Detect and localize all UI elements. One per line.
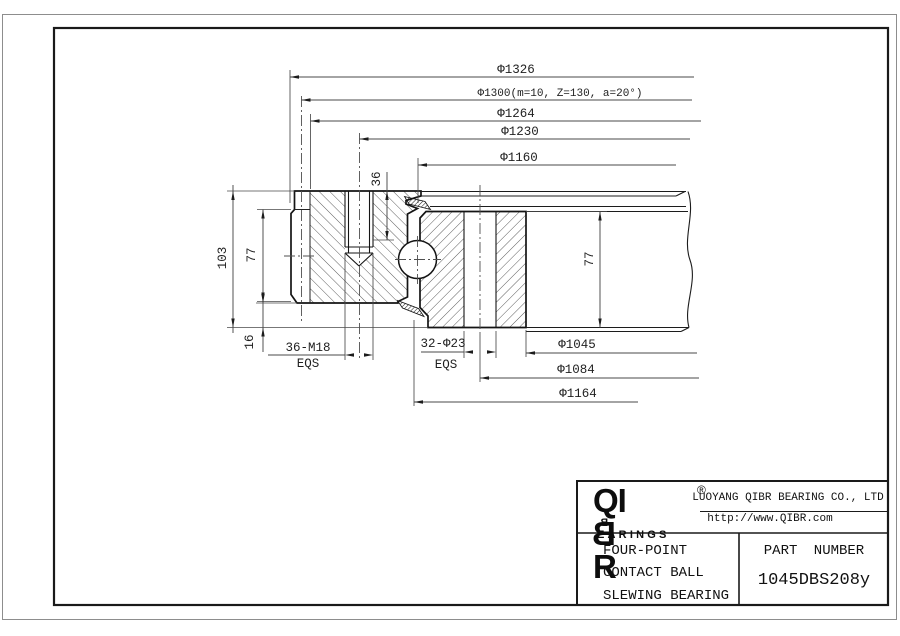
break-line bbox=[686, 191, 693, 328]
company-website: http://www.QIBR.com bbox=[707, 513, 833, 525]
logo-prefix: QI bbox=[593, 482, 627, 519]
centerlines bbox=[284, 96, 481, 360]
sheet-borders bbox=[2, 14, 897, 620]
seals bbox=[396, 195, 432, 318]
product-description: FOUR-POINT CONTACT BALL SLEWING BEARING bbox=[603, 540, 729, 607]
dim-innerheight-77: 77 bbox=[583, 251, 597, 266]
logo-sub-mirrored-b: B bbox=[597, 517, 609, 529]
dim-d1326: Φ1326 bbox=[497, 63, 535, 77]
company-name: LUOYANG QIBR BEARING CO., LTD bbox=[692, 492, 884, 504]
bottom-seal bbox=[396, 299, 426, 318]
product-line-1: FOUR-POINT bbox=[603, 543, 688, 559]
dim-d23-holes: 32-Φ23 bbox=[420, 337, 465, 351]
part-number-value: 1045DBS208y bbox=[757, 571, 871, 590]
outer-ring-outline bbox=[290, 190, 422, 304]
logo-sub-rest: EARINGS bbox=[597, 529, 670, 541]
dim-d1084: Φ1084 bbox=[557, 363, 595, 377]
product-line-2: CONTACT BALL bbox=[603, 565, 704, 582]
logo-suffix: R bbox=[593, 548, 617, 585]
dim-d1300-gear: Φ1300(m=10, Z=130, a=20°) bbox=[477, 88, 642, 100]
dim-d1264: Φ1264 bbox=[497, 107, 535, 121]
m18-hole-lines bbox=[344, 191, 374, 267]
m18-hole-fill bbox=[345, 191, 373, 266]
dim-d23-eqs: EQS bbox=[435, 358, 458, 372]
dim-m18-eqs: EQS bbox=[297, 357, 320, 371]
part-number-label: PART NUMBER bbox=[763, 543, 865, 559]
dim-d1045: Φ1045 bbox=[558, 338, 596, 352]
dim-gearwidth-77: 77 bbox=[245, 247, 259, 262]
dim-height-103: 103 bbox=[216, 247, 230, 270]
dim-m18-holes: 36-M18 bbox=[285, 341, 330, 355]
qibr-logo: QIB R bbox=[593, 482, 627, 585]
registered-mark-icon: ® bbox=[697, 483, 706, 497]
inner-ring-outline bbox=[419, 210, 527, 329]
dim-depth-36: 36 bbox=[370, 171, 384, 186]
dim-d1230: Φ1230 bbox=[501, 125, 539, 139]
logo-bearings-text: BEARINGS bbox=[597, 517, 670, 541]
outer-ring-section bbox=[290, 190, 422, 304]
dim-offset-16: 16 bbox=[243, 334, 257, 349]
title-block-grid bbox=[576, 480, 889, 606]
extension-lines bbox=[227, 70, 607, 406]
inner-ring-section bbox=[419, 210, 527, 329]
dimension-labels: Φ1326 Φ1300(m=10, Z=130, a=20°) Φ1264 Φ1… bbox=[216, 63, 643, 401]
product-line-3: SLEWING BEARING bbox=[603, 587, 730, 604]
dim-d1160: Φ1160 bbox=[500, 151, 538, 165]
gear-tooth-lines bbox=[294, 191, 311, 303]
dim-d1164: Φ1164 bbox=[559, 387, 597, 401]
dimension-lines bbox=[232, 76, 701, 403]
dimension-arrows bbox=[231, 75, 602, 404]
